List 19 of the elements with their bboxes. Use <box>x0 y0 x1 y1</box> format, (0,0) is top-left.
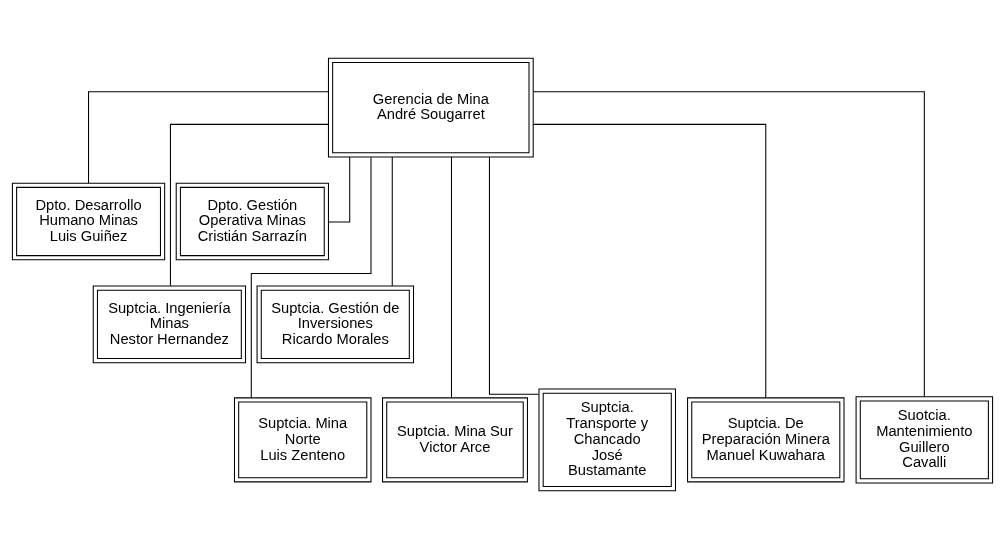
node-box: Dpto. Gestión Operativa Minas Cristián Sarrazín <box>175 182 329 261</box>
node-box: Suptcia. Gestión de Inversiones Ricardo Morales <box>256 285 415 364</box>
node-box: Suptcia. Mina Sur Victor Arce <box>382 397 528 483</box>
node-box: Suptcia. Mina Norte Luis Zenteno <box>233 397 372 483</box>
connector <box>532 91 925 398</box>
connector <box>450 156 452 399</box>
connector <box>391 156 393 287</box>
connector <box>88 91 329 184</box>
node-box: Suptcia. De Preparación Minera Manuel Kuwahara <box>687 397 845 483</box>
node-box: Suptcia. Ingeniería Minas Nestor Hernandez <box>92 285 247 364</box>
connector <box>250 156 372 398</box>
connector <box>488 156 540 395</box>
node-box: Gerencia de Mina André Sougarret <box>327 57 534 158</box>
node-box: Suotcia. Mantenimiento Guillero Cavalli <box>855 396 994 484</box>
node-box: Dpto. Desarrollo Humano Minas Luis Guiñez <box>11 182 166 261</box>
connector <box>533 123 767 399</box>
connector <box>169 123 329 287</box>
connector <box>328 156 351 223</box>
node-box: Suptcia. Transporte y Chancado José Bustamante <box>538 388 676 492</box>
